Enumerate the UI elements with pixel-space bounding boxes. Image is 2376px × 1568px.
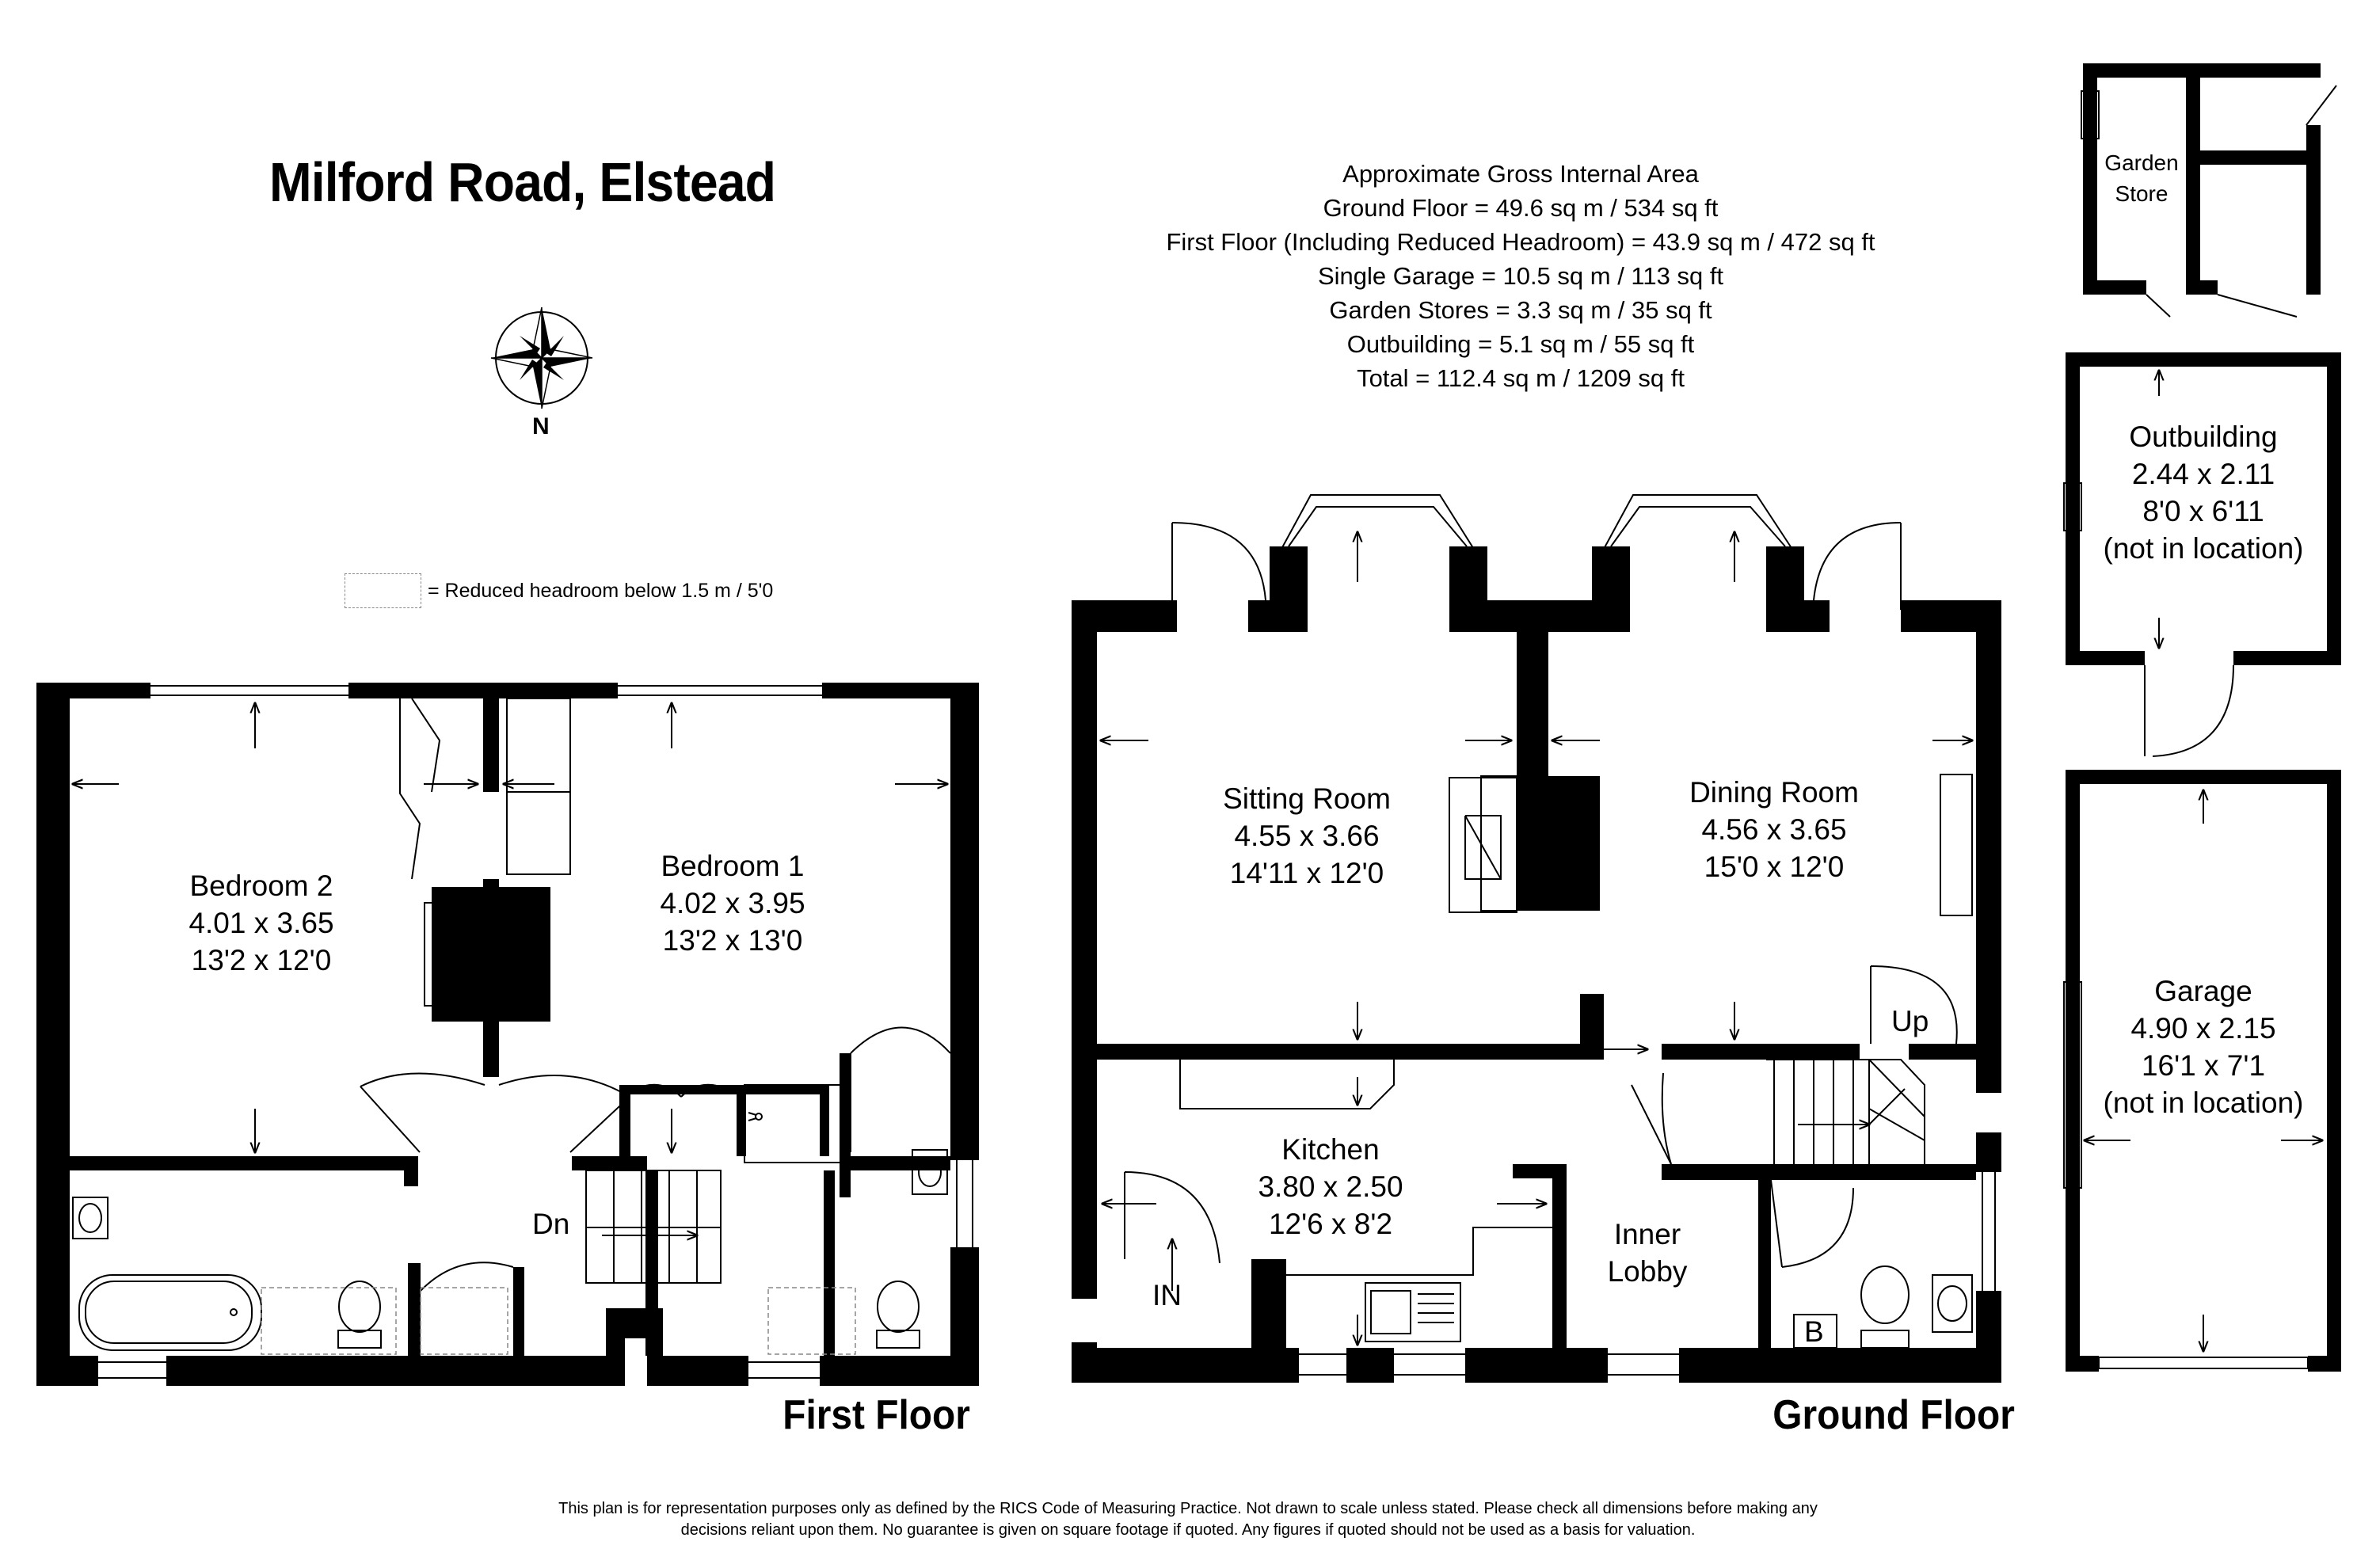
room-metric: 4.01 x 3.65 <box>188 907 334 939</box>
compass-rose-icon <box>490 306 593 409</box>
room-name: Inner <box>1613 1218 1681 1250</box>
garage-plan <box>2063 770 2341 1372</box>
first-floor-plan <box>36 681 980 1387</box>
room-name: Bedroom 2 <box>189 870 333 902</box>
reduced-headroom-swatch <box>345 573 421 608</box>
room-bedroom-1: Bedroom 1 4.02 x 3.95 13'2 x 13'0 <box>622 847 843 959</box>
ground-floor-title: Ground Floor <box>1772 1392 2015 1438</box>
room-imperial: 14'11 x 12'0 <box>1229 857 1384 889</box>
room-bedroom-2: Bedroom 2 4.01 x 3.65 13'2 x 12'0 <box>150 867 372 979</box>
area-line: First Floor (Including Reduced Headroom)… <box>1166 228 1875 256</box>
room-name: Store <box>2115 181 2168 206</box>
room-metric: 4.56 x 3.65 <box>1701 813 1847 846</box>
compass-north-label: N <box>532 413 550 440</box>
area-line: Garden Stores = 3.3 sq m / 35 sq ft <box>1329 296 1712 324</box>
area-line: Ground Floor = 49.6 sq m / 534 sq ft <box>1323 194 1719 222</box>
property-title: Milford Road, Elstead <box>269 151 776 213</box>
room-kitchen: Kitchen 3.80 x 2.50 12'6 x 8'2 <box>1220 1131 1441 1243</box>
legend: = Reduced headroom below 1.5 m / 5'0 <box>345 573 773 608</box>
area-heading: Approximate Gross Internal Area <box>1342 160 1699 188</box>
boiler-label: B <box>1804 1315 1824 1348</box>
room-metric: 4.55 x 3.66 <box>1234 820 1380 852</box>
room-imperial: 13'2 x 13'0 <box>662 924 803 957</box>
room-imperial: 15'0 x 12'0 <box>1704 851 1845 883</box>
entrance-label: IN <box>1152 1279 1182 1311</box>
disclaimer-line: This plan is for representation purposes… <box>558 1500 1818 1517</box>
room-metric: 4.90 x 2.15 <box>2130 1012 2276 1045</box>
stairs-down-label: Dn <box>532 1208 570 1240</box>
room-outbuilding: Outbuilding 2.44 x 2.11 8'0 x 6'11 (not … <box>2080 418 2327 567</box>
room-note: (not in location) <box>2103 1087 2304 1119</box>
first-floor-title: First Floor <box>782 1392 970 1438</box>
room-name: Kitchen <box>1281 1133 1380 1166</box>
room-name: Outbuilding <box>2129 421 2278 453</box>
room-metric: 3.80 x 2.50 <box>1258 1170 1403 1203</box>
room-imperial: 16'1 x 7'1 <box>2141 1049 2266 1082</box>
room-garage: Garage 4.90 x 2.15 16'1 x 7'1 (not in lo… <box>2080 972 2327 1121</box>
room-name: Garden <box>2104 150 2179 175</box>
room-name: Sitting Room <box>1223 782 1391 815</box>
area-line: Single Garage = 10.5 sq m / 113 sq ft <box>1317 262 1724 290</box>
room-imperial: 8'0 x 6'11 <box>2142 495 2264 527</box>
area-summary: Approximate Gross Internal Area Ground F… <box>1077 157 1964 395</box>
room-dining-room: Dining Room 4.56 x 3.65 15'0 x 12'0 <box>1655 774 1893 885</box>
room-imperial: 12'6 x 8'2 <box>1268 1208 1393 1240</box>
ground-floor-plan <box>1070 494 2003 1384</box>
stairs-up-label: Up <box>1891 1005 1929 1037</box>
legend-text: = Reduced headroom below 1.5 m / 5'0 <box>428 579 774 602</box>
room-name: Lobby <box>1607 1255 1688 1288</box>
outbuilding-plan <box>2063 352 2341 757</box>
room-name: Bedroom 1 <box>661 850 805 882</box>
room-sitting-room: Sitting Room 4.55 x 3.66 14'11 x 12'0 <box>1188 780 1426 892</box>
disclaimer: This plan is for representation purposes… <box>238 1498 2138 1541</box>
room-garden-store: Garden Store <box>2097 147 2186 209</box>
room-imperial: 13'2 x 12'0 <box>191 944 332 976</box>
area-line: Outbuilding = 5.1 sq m / 55 sq ft <box>1346 330 1695 358</box>
room-note: (not in location) <box>2103 532 2304 565</box>
room-name: Garage <box>2154 975 2252 1007</box>
disclaimer-line: decisions reliant upon them. No guarante… <box>680 1521 1696 1539</box>
room-name: Dining Room <box>1689 776 1859 809</box>
room-metric: 2.44 x 2.11 <box>2131 458 2275 490</box>
room-inner-lobby: Inner Lobby <box>1592 1216 1703 1290</box>
room-metric: 4.02 x 3.95 <box>660 887 805 919</box>
area-line: Total = 112.4 sq m / 1209 sq ft <box>1357 364 1685 392</box>
garden-store-plan <box>2081 63 2337 318</box>
